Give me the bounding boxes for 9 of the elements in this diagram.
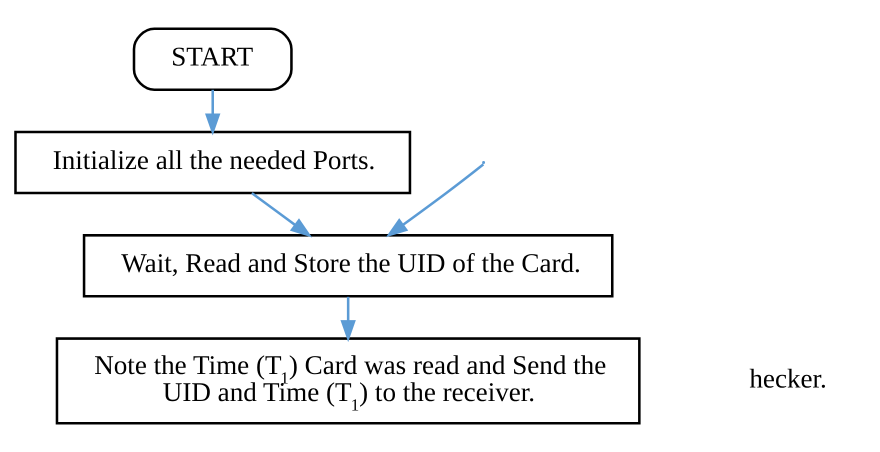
label: hecker. [749,363,827,394]
arrow [340,296,356,342]
node-box: Wait, Read and Store the UID of the Card. [82,234,614,298]
node-box: Note the Time (T$_{1}$) Card was read and Send the UID and Time (T$_{1}$) to the receiver. [56,337,641,424]
node-box: START [132,28,293,91]
arrow [205,90,220,136]
arrow [251,192,312,238]
node-box: Initialize all the needed Ports. [14,130,412,194]
arrow [386,163,484,238]
